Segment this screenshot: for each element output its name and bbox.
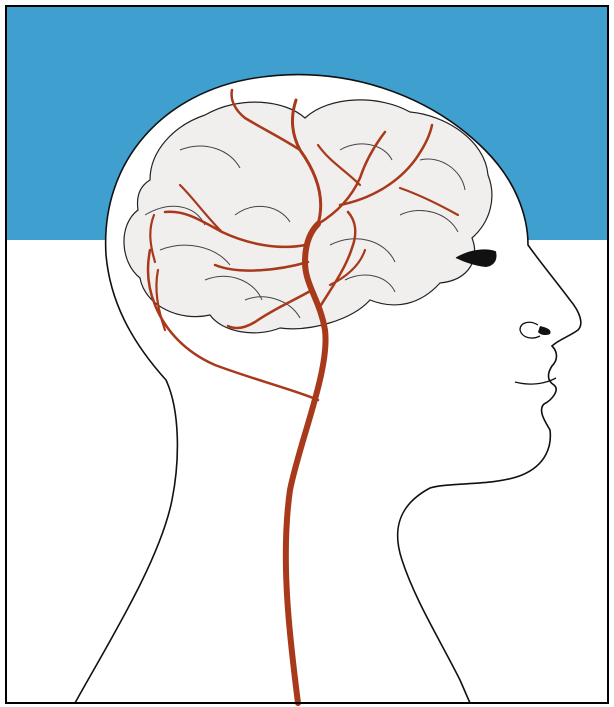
illustration-stage [0,0,614,707]
head-brain-artery-illustration [0,0,614,707]
